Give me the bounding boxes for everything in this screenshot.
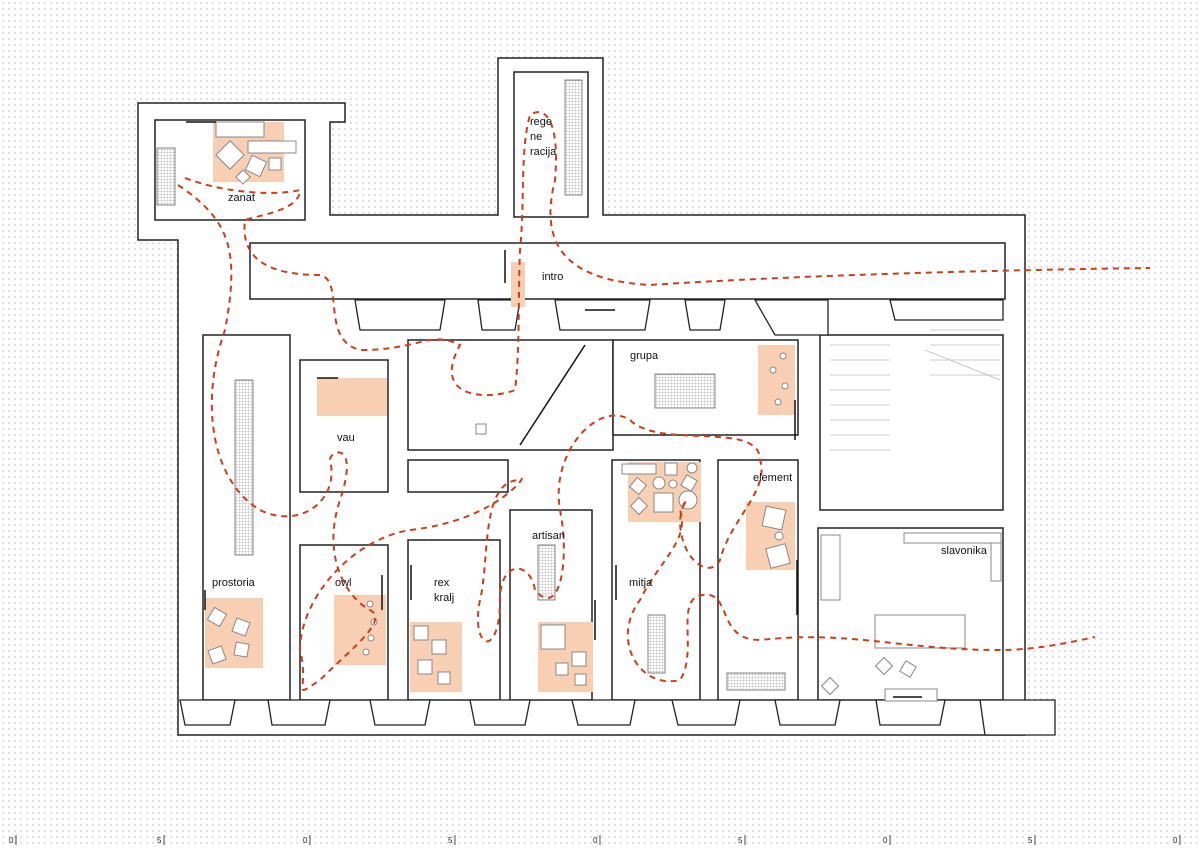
label-prostoria: prostoria	[212, 577, 256, 589]
label-regeneracija-3: racija	[530, 146, 557, 158]
label-regeneracija-1: rege	[530, 116, 552, 128]
corridor-north	[249, 242, 1006, 300]
passage	[407, 459, 509, 493]
stair-hall	[819, 334, 1004, 511]
stairs	[830, 329, 1001, 451]
scale-tick-label: 0	[1173, 836, 1178, 845]
label-rex: rex	[434, 577, 450, 589]
scale-tick-label: 5	[157, 836, 162, 845]
hall-central	[407, 339, 614, 451]
label-artisan: artisan	[532, 530, 565, 542]
scale-bar: 0 5 0 5 0 5 0 5 0	[9, 835, 1181, 845]
label-mitja: mitja	[629, 577, 653, 589]
scale-tick-label: 5	[738, 836, 743, 845]
grid-panels	[156, 79, 786, 691]
room-labels: zanat rege ne racija intro grupa vau ele…	[212, 116, 988, 604]
scale-tick-label: 5	[448, 836, 453, 845]
room-element	[717, 459, 799, 701]
scale-tick-label: 0	[883, 836, 888, 845]
scale-tick-label: 0	[303, 836, 308, 845]
scale-tick-label: 0	[9, 836, 14, 845]
label-owl: owl	[335, 577, 352, 589]
scale-tick-label: 0	[593, 836, 598, 845]
label-kralj: kralj	[434, 592, 454, 604]
visitor-route	[177, 111, 1151, 691]
label-slavonika: slavonika	[941, 545, 988, 557]
scale-tick-label: 5	[1028, 836, 1033, 845]
label-vau: vau	[337, 432, 355, 444]
label-grupa: grupa	[630, 350, 659, 362]
label-element: element	[753, 472, 792, 484]
display-objects	[206, 121, 1002, 702]
label-intro: intro	[542, 271, 563, 283]
label-regeneracija-2: ne	[530, 131, 542, 143]
screens	[186, 121, 922, 698]
label-zanat: zanat	[228, 192, 255, 204]
window-piers	[179, 299, 1056, 736]
